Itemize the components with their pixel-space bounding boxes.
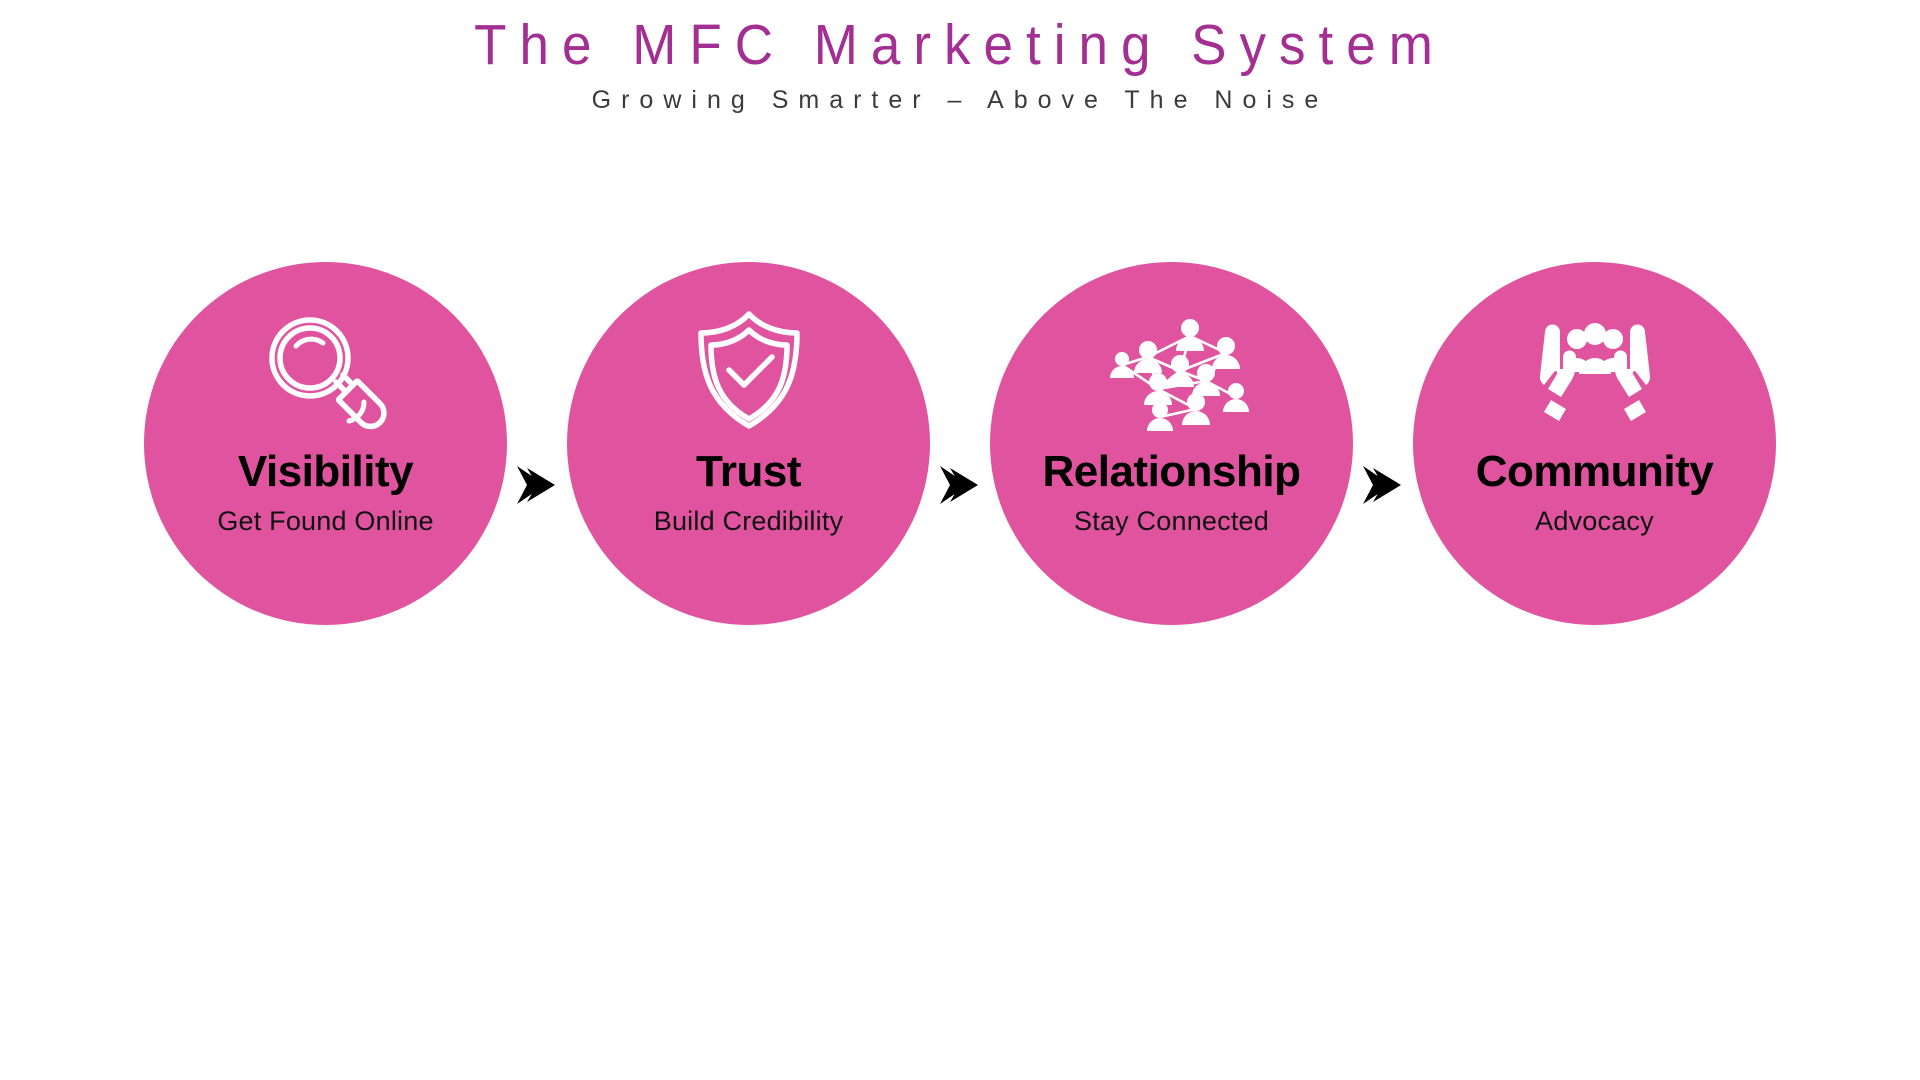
flow-step-trust[interactable]: Trust Build Credibility <box>567 261 930 625</box>
flow-step-title: Community <box>1475 446 1714 496</box>
flow-step-subtitle: Advocacy <box>1535 505 1654 536</box>
header: The MFC Marketing System Growing Smarter… <box>0 0 1920 115</box>
marketing-system-flow: Visibility Get Found Online Trust Build … <box>0 258 1920 628</box>
magnifying-glass-icon <box>260 310 392 430</box>
arrow-right-icon-1 <box>509 455 565 515</box>
page-subtitle: Growing Smarter – Above The Noise <box>591 86 1329 115</box>
flow-step-subtitle: Stay Connected <box>1074 505 1269 536</box>
flow-step-title: Relationship <box>1042 446 1301 496</box>
page-title: The MFC Marketing System <box>474 14 1446 77</box>
arrow-right-icon-2 <box>932 455 988 515</box>
flow-step-title: Visibility <box>237 446 414 496</box>
flow-step-subtitle: Build Credibility <box>653 505 844 536</box>
hands-holding-people-icon <box>1527 310 1663 430</box>
people-network-icon <box>1086 310 1258 431</box>
flow-step-visibility[interactable]: Visibility Get Found Online <box>144 261 507 625</box>
flow-step-title: Trust <box>695 446 802 496</box>
flow-step-community[interactable]: Community Advocacy <box>1413 261 1776 625</box>
shield-check-icon <box>689 310 809 430</box>
flow-step-subtitle: Get Found Online <box>217 505 434 536</box>
flow-step-relationship[interactable]: Relationship Stay Connected <box>990 261 1353 625</box>
arrow-right-icon-3 <box>1355 455 1411 515</box>
